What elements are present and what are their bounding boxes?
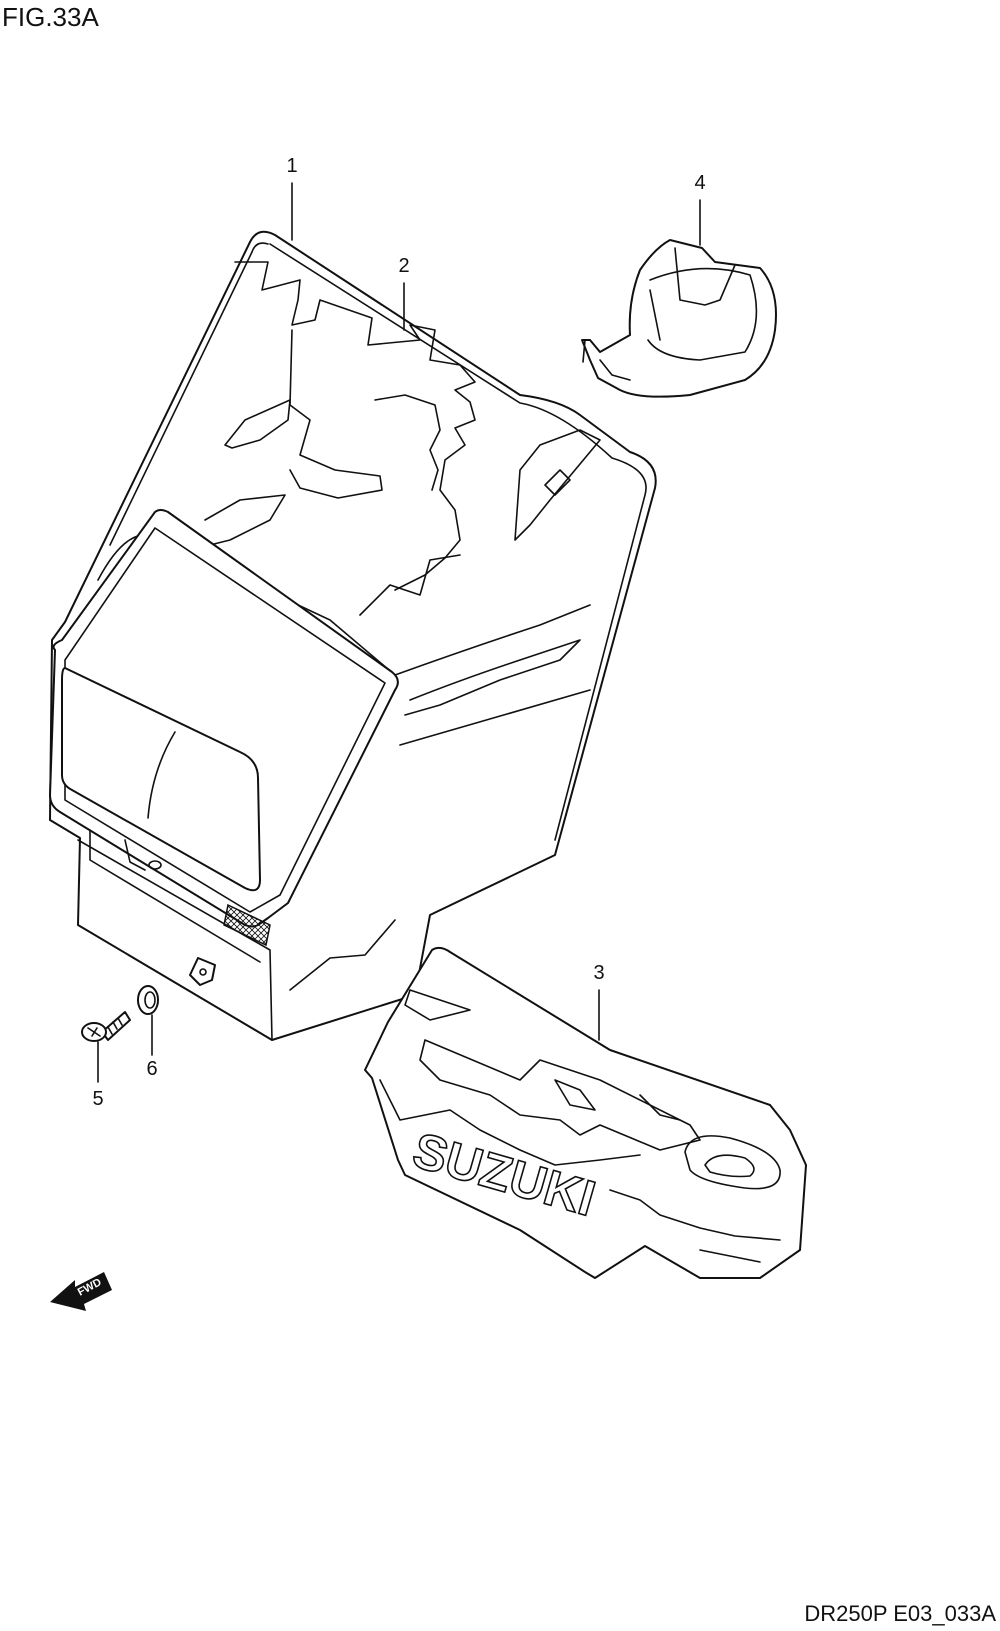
headlight-cowl[interactable] [49, 230, 657, 1041]
fwd-arrow-icon: FWD [50, 1272, 112, 1311]
screw[interactable] [81, 1011, 131, 1042]
callout-part-2: 2 [398, 255, 410, 277]
figure-title: FIG.33A [2, 2, 99, 32]
callout-part-3: 3 [593, 962, 605, 984]
callout-part-4: 4 [694, 172, 706, 194]
cable-clamp[interactable] [581, 239, 777, 398]
washer[interactable] [137, 985, 159, 1015]
leader-lines [97, 182, 701, 1083]
callout-part-1: 1 [286, 155, 298, 177]
figure-code: DR250P E03_033A [804, 1601, 996, 1626]
callout-part-5: 5 [92, 1088, 104, 1110]
cowl-camo-decal [204, 261, 601, 716]
callout-part-6: 6 [146, 1058, 158, 1080]
side-decal[interactable]: SUZUKI [364, 946, 807, 1279]
